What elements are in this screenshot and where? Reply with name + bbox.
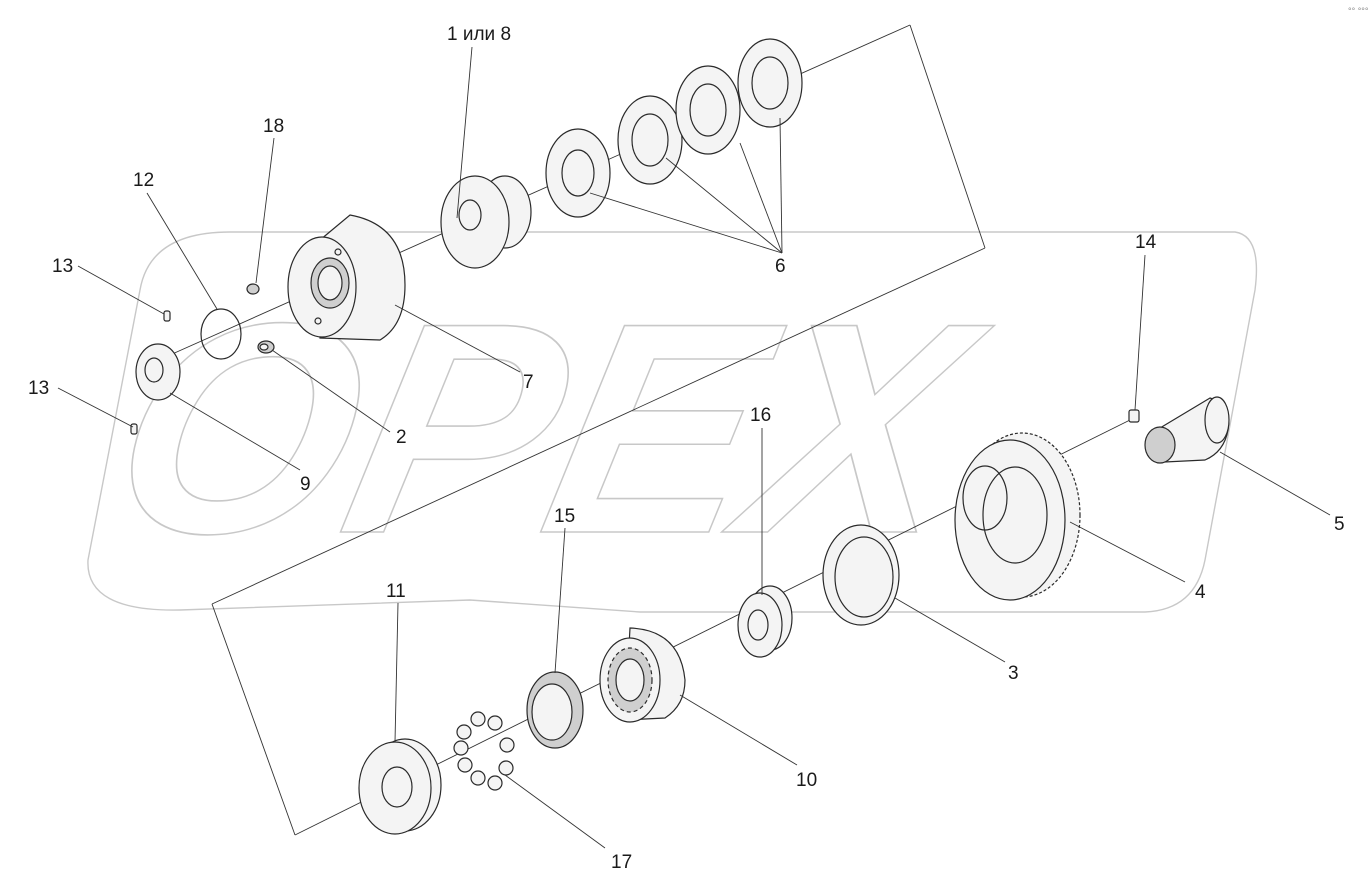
callout-17: 17 [611,852,632,873]
callout-3: 3 [1008,663,1019,684]
callout-11: 11 [386,581,406,602]
part-16-bearing [737,585,793,658]
callout-12: 12 [133,170,154,191]
part-11-cover [358,738,442,835]
watermark: OPEX [87,231,1258,613]
callout-2: 2 [396,427,407,448]
part-6-shims [545,38,803,218]
part-17-balls [453,711,515,791]
part-5-splined-shaft [1144,396,1230,464]
callout-9: 9 [300,474,311,495]
callout-13-top: 13 [52,256,73,277]
part-10-roller-bearing [599,627,686,723]
part-18-plug [246,283,260,295]
part-12-o-ring [200,308,242,360]
part-3-ring [822,524,900,626]
callout-labels: 1 или 8 6 18 12 13 13 7 2 9 14 5 4 3 16 … [28,24,1345,873]
callout-10: 10 [796,770,817,791]
callout-18: 18 [263,116,284,137]
callout-5: 5 [1334,514,1345,535]
callout-16: 16 [750,405,771,426]
callout-7: 7 [523,372,534,393]
callout-15: 15 [554,506,575,527]
callout-6: 6 [775,256,786,277]
callout-4: 4 [1195,582,1206,603]
part-9-nut [135,343,181,401]
part-14-bolt [1128,409,1140,423]
callout-13-bottom: 13 [28,378,49,399]
corner-mark: °° °°° [1348,6,1369,16]
callout-14: 14 [1135,232,1157,253]
part-7-housing [287,214,406,341]
part-1-or-8-bushing [440,175,532,269]
leader-lines [57,46,1331,849]
part-15-seal [526,671,584,749]
callout-1-or-8: 1 или 8 [447,24,511,45]
part-2-fitting [257,340,275,354]
part-4-gear [954,432,1081,601]
